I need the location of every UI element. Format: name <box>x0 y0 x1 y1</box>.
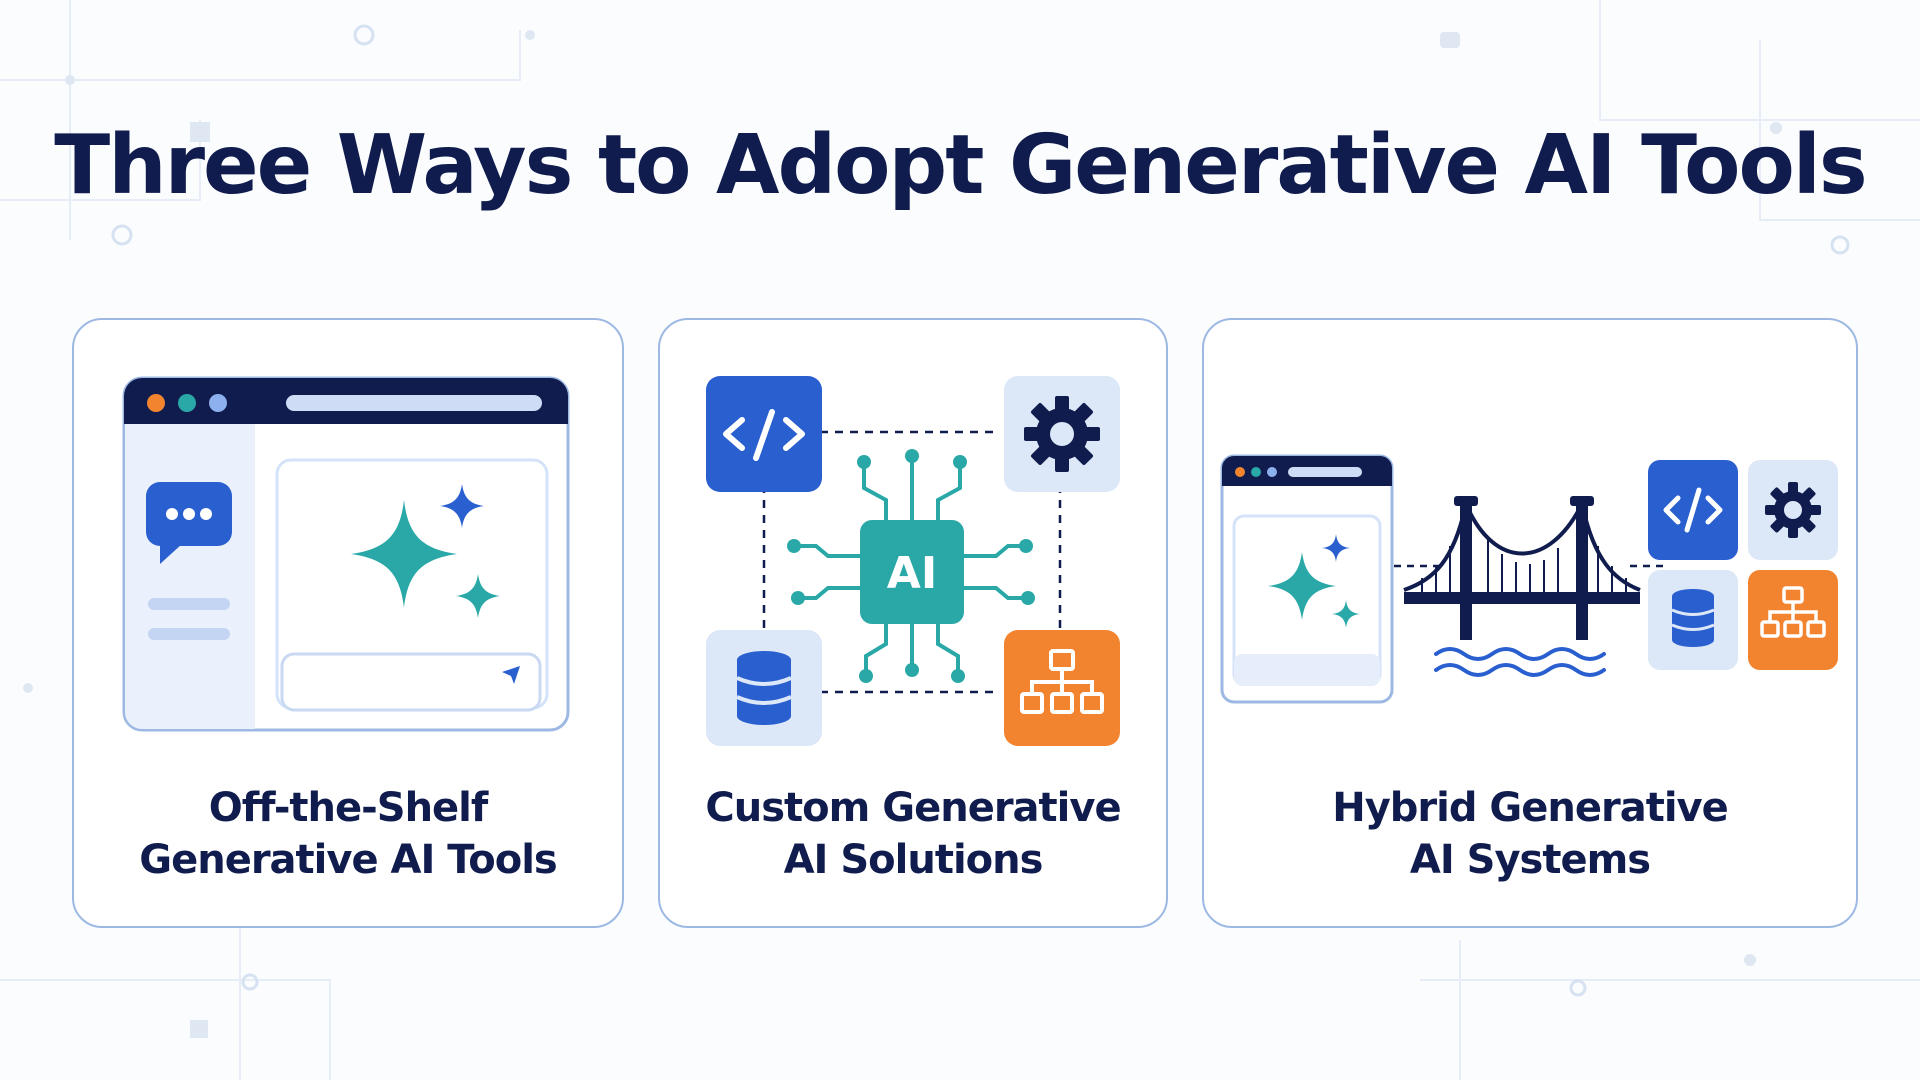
chat-bubble-icon <box>146 482 232 564</box>
card-label-line1: Hybrid Generative <box>1332 785 1729 831</box>
card-label-line1: Custom Generative <box>705 785 1121 831</box>
card-label: Custom Generative AI Solutions <box>660 782 1166 886</box>
bridge-icon <box>1403 496 1641 640</box>
database-icon <box>706 630 822 746</box>
card-label: Hybrid Generative AI Systems <box>1204 782 1856 886</box>
card-hybrid: Hybrid Generative AI Systems <box>1202 318 1858 928</box>
gear-icon <box>1748 460 1838 560</box>
card-label: Off-the-Shelf Generative AI Tools <box>74 782 622 886</box>
page-title: Three Ways to Adopt Generative AI Tools <box>54 118 1867 213</box>
ai-chip-label: AI <box>887 548 937 599</box>
card-custom: AI Custom Generative AI Solutions <box>658 318 1168 928</box>
hierarchy-icon <box>1004 630 1120 746</box>
browser-window-icon <box>122 376 570 732</box>
card-label-line2: Generative AI Tools <box>139 837 557 883</box>
sparkle-icon <box>1268 534 1360 628</box>
card-label-line2: AI Solutions <box>783 837 1044 883</box>
card-off-the-shelf: Off-the-Shelf Generative AI Tools <box>72 318 624 928</box>
water-icon <box>1434 647 1606 677</box>
ai-chip-icon: AI <box>787 449 1035 683</box>
browser-window-icon <box>1220 454 1394 704</box>
hierarchy-icon <box>1748 570 1838 670</box>
code-icon <box>706 376 822 492</box>
card-label-line1: Off-the-Shelf <box>208 785 489 831</box>
sparkle-icon <box>351 484 500 618</box>
send-icon <box>502 666 520 684</box>
code-icon <box>1648 460 1738 560</box>
database-icon <box>1648 570 1738 670</box>
gear-icon <box>1004 376 1120 492</box>
card-label-line2: AI Systems <box>1409 837 1651 883</box>
